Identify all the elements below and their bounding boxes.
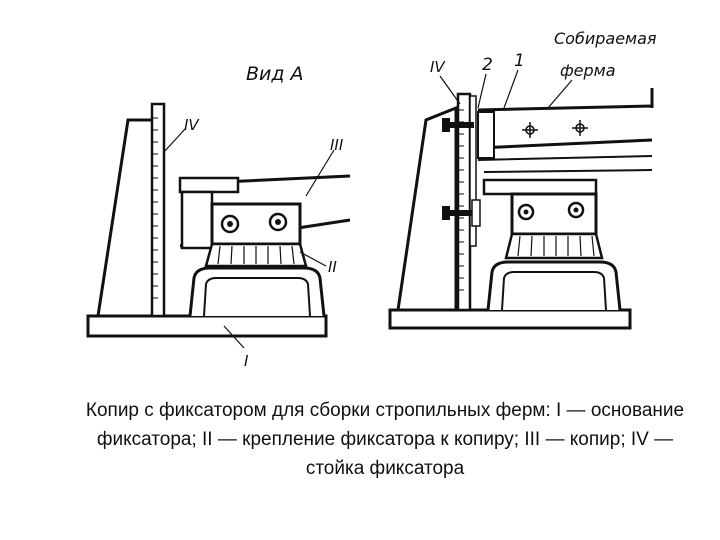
fixator-neck-right [504,232,604,260]
view-a-title: Вид А [246,63,304,85]
label-i-left: I [244,352,249,370]
truss-right [477,88,654,150]
bolts-right [517,201,585,221]
label-truss-line2: ферма [560,61,616,80]
bolts-left [220,212,288,234]
right-view: IV 2 1 Собираемая ферма [388,29,657,330]
sloped-support-left [96,118,160,317]
label-iv-right: IV [430,58,446,76]
figure-caption: Копир с фиксатором для сборки стропильны… [85,400,685,479]
base-plate-right [388,308,632,330]
scale-stand-left [150,102,166,318]
left-view: Вид А IV III II I [86,63,351,370]
label-iv-left: IV [184,116,200,134]
stand-bolts [442,118,481,227]
copier-plate-right [482,178,598,196]
label-iii-left: III [330,136,344,154]
label-2-right: 2 [482,55,493,75]
copier-side-left [180,190,214,250]
sloped-support-right [396,105,458,311]
label-truss-line1: Собираемая [554,29,657,48]
truss-bolts [522,120,588,138]
technical-drawing: Вид А IV III II I [86,29,657,370]
label-ii-left: II [328,258,337,276]
label-1-right: 1 [514,51,525,71]
fixator-base-right [486,260,622,311]
scale-ticks-left [152,117,158,299]
base-plate-left [86,314,328,338]
fixator-base-left [188,266,326,317]
copier-top-plate-left [178,176,240,194]
